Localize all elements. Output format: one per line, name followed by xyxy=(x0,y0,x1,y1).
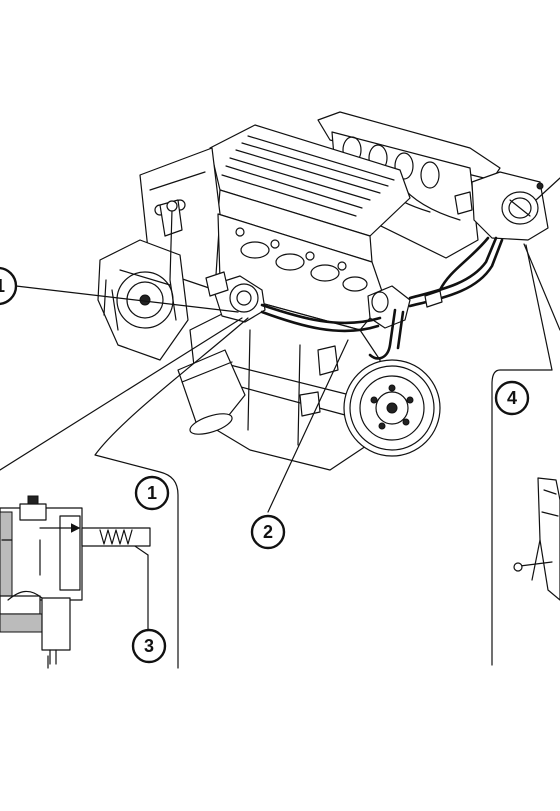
cam-cover xyxy=(209,124,411,263)
oil-filter xyxy=(177,349,246,435)
inset-4-partial xyxy=(513,477,560,601)
hose-clamp xyxy=(424,290,443,308)
callout-1-inset-label: 1 xyxy=(147,483,157,503)
leader-lines xyxy=(0,177,560,669)
callout-3-label: 3 xyxy=(144,636,154,656)
alternator xyxy=(97,239,189,361)
hose-thermostat-to-outlet xyxy=(260,303,382,325)
hose-outlet-down xyxy=(368,308,397,360)
hose-outlet-to-throttle xyxy=(408,236,498,300)
dipstick xyxy=(169,209,177,321)
callout-1-inset: 1 xyxy=(134,475,170,511)
callout-4-label: 4 xyxy=(507,388,517,408)
hose-throttle-return xyxy=(438,236,490,292)
callout-1-engine-label: 1 xyxy=(0,276,5,296)
coolant-hoses xyxy=(260,236,504,360)
inset-thermostat-section xyxy=(0,495,151,669)
callout-2: 2 xyxy=(250,514,286,550)
callout-4: 4 xyxy=(494,380,530,416)
callout-3: 3 xyxy=(131,628,167,664)
callout-1-engine: 1 xyxy=(0,266,18,306)
crankshaft-pulley xyxy=(343,359,441,457)
callout-2-label: 2 xyxy=(263,522,273,542)
engine-assembly xyxy=(97,111,549,471)
dipstick-handle xyxy=(166,200,178,212)
throttle-body xyxy=(454,171,549,241)
